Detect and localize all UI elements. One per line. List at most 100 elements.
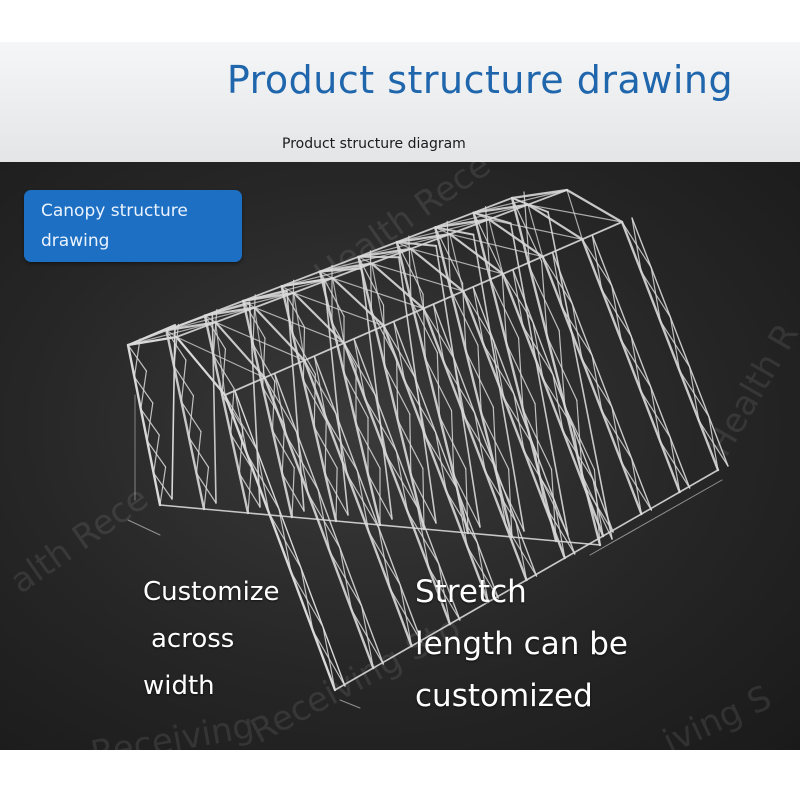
width-caption-line: Customize — [143, 577, 280, 607]
frame-member — [488, 218, 504, 275]
frame-member — [589, 479, 723, 556]
frame-member — [335, 520, 381, 526]
frame-member — [650, 267, 662, 322]
frame-member — [230, 387, 235, 435]
frame-member — [319, 255, 360, 273]
frame-member — [515, 521, 528, 581]
frame-member — [360, 267, 393, 520]
frame-member — [449, 233, 464, 292]
frame-member — [203, 306, 256, 317]
frame-member — [422, 467, 425, 530]
frame-member — [450, 410, 455, 476]
frame-member — [581, 238, 681, 494]
frame-member — [527, 189, 568, 206]
frame-member — [165, 329, 178, 338]
frame-member — [510, 188, 569, 200]
frame-member — [550, 468, 557, 542]
frame-member — [631, 457, 643, 515]
frame-member — [525, 557, 566, 581]
frame-member — [262, 337, 266, 388]
frame-member — [357, 255, 426, 531]
frame-member — [140, 370, 147, 410]
canopy-structure-badge: Canopy structure drawing — [24, 190, 242, 262]
frame-member — [640, 491, 681, 515]
frame-member — [274, 373, 384, 665]
frame-member — [223, 393, 337, 692]
frame-member — [508, 468, 513, 538]
frame-member — [551, 252, 563, 309]
frame-member — [571, 303, 583, 361]
frame-member — [492, 406, 498, 476]
frame-member — [576, 399, 584, 477]
badge-label: Canopy structure drawing — [41, 201, 188, 251]
frame-member — [611, 285, 622, 341]
frame-member — [214, 321, 266, 379]
frame-member — [551, 251, 653, 511]
frame-member — [630, 335, 642, 392]
frame-member — [565, 188, 624, 224]
frame-member — [512, 269, 524, 327]
frame-member — [379, 524, 425, 530]
frame-member — [203, 299, 245, 317]
frame-member — [527, 204, 544, 258]
frame-member — [563, 535, 604, 559]
frame-member — [343, 324, 385, 345]
frame-member — [434, 226, 514, 539]
frame-member — [434, 218, 490, 229]
frame-member — [555, 540, 601, 546]
frame-member — [159, 504, 205, 510]
frame-member — [293, 292, 305, 361]
frame-member — [393, 321, 499, 599]
frame-member — [318, 270, 382, 527]
frame-member — [476, 542, 489, 603]
frame-member — [532, 321, 544, 380]
frame-member — [203, 314, 250, 515]
frame-member — [540, 260, 548, 338]
frame-member — [331, 262, 373, 280]
frame-member — [438, 563, 451, 625]
frame-member — [446, 220, 452, 290]
width-caption-line: width — [143, 671, 215, 701]
frame-member — [397, 256, 437, 524]
frame-member — [378, 527, 391, 590]
frame-member — [278, 508, 292, 573]
frame-member — [204, 315, 217, 323]
frame-member — [280, 285, 338, 523]
frame-member — [165, 314, 206, 332]
length-caption-line: Stretch — [415, 574, 527, 610]
frame-member — [203, 508, 249, 514]
frame-member — [410, 248, 425, 310]
frame-member — [281, 285, 295, 294]
frame-member — [356, 470, 370, 533]
frame-member — [291, 467, 295, 518]
frame-member — [541, 238, 584, 258]
frame-member — [369, 250, 373, 312]
frame-member — [581, 221, 623, 241]
frame-member — [382, 324, 490, 604]
width-caption: Customize across width — [143, 569, 328, 710]
frame-member — [342, 341, 452, 626]
frame-member — [487, 218, 544, 258]
frame-member — [203, 466, 210, 510]
frame-member — [127, 329, 168, 346]
frame-member — [247, 512, 293, 518]
frame-member — [242, 291, 295, 302]
length-caption-line: customized — [415, 678, 593, 714]
header-band — [0, 42, 800, 162]
frame-member — [408, 235, 412, 301]
frame-member — [313, 355, 423, 643]
frame-member — [339, 547, 353, 611]
frame-member — [474, 412, 486, 472]
frame-member — [422, 307, 528, 582]
frame-member — [472, 211, 558, 543]
frame-member — [399, 584, 413, 647]
frame-member — [353, 338, 366, 400]
frame-member — [271, 380, 276, 432]
frame-member — [591, 354, 603, 412]
frame-member — [127, 519, 161, 536]
frame-member — [335, 467, 338, 522]
frame-member — [410, 623, 451, 647]
frame-member — [302, 326, 306, 381]
frame-member — [241, 299, 294, 519]
